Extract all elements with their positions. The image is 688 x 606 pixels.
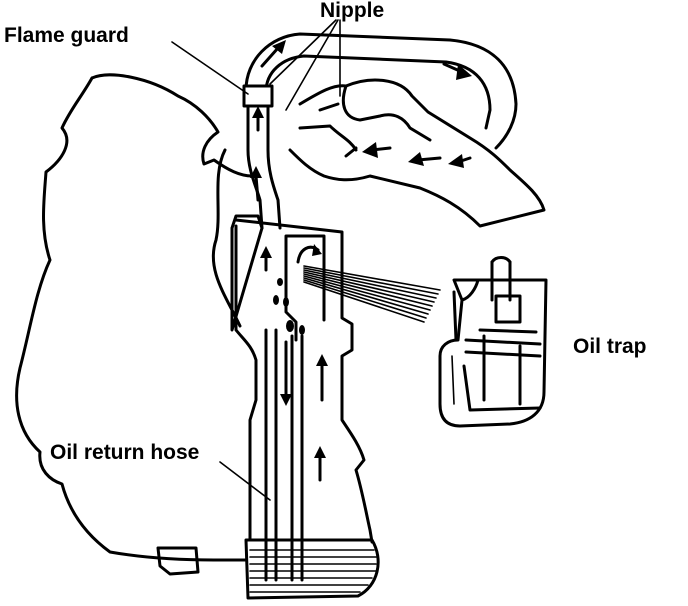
engine-outline: [15, 73, 254, 562]
nipple-leaders: [269, 19, 341, 111]
label-oil-trap: Oil trap: [573, 335, 647, 358]
oil-trap-detail: [438, 256, 548, 428]
oil-droplets: [273, 278, 305, 335]
breather-hose: [244, 32, 518, 150]
zoom-fan-lines: [303, 265, 441, 323]
oil-pan: [244, 538, 380, 600]
chamber-inner-tube: [284, 234, 326, 342]
flow-arrows: [250, 40, 472, 482]
air-duct-inner: [341, 84, 432, 142]
flame-guard-leader: [171, 41, 249, 95]
label-nipple: Nipple: [320, 0, 385, 22]
label-oil-return-hose: Oil return hose: [50, 441, 200, 464]
label-flame-guard: Flame guard: [4, 24, 129, 47]
flame-guard-body: [242, 84, 274, 108]
chamber-left-wall: [234, 224, 258, 542]
oil-return-hose: [264, 328, 304, 582]
engine-mount: [156, 546, 200, 576]
oil-return-leader: [219, 461, 271, 501]
vertical-breather-pipe: [246, 104, 282, 230]
breather-hose-inner: [264, 54, 492, 130]
oil-level-lines: [249, 549, 377, 593]
air-duct: [288, 78, 546, 228]
duct-rib: [298, 102, 358, 152]
breather-chamber-main: [234, 218, 374, 544]
